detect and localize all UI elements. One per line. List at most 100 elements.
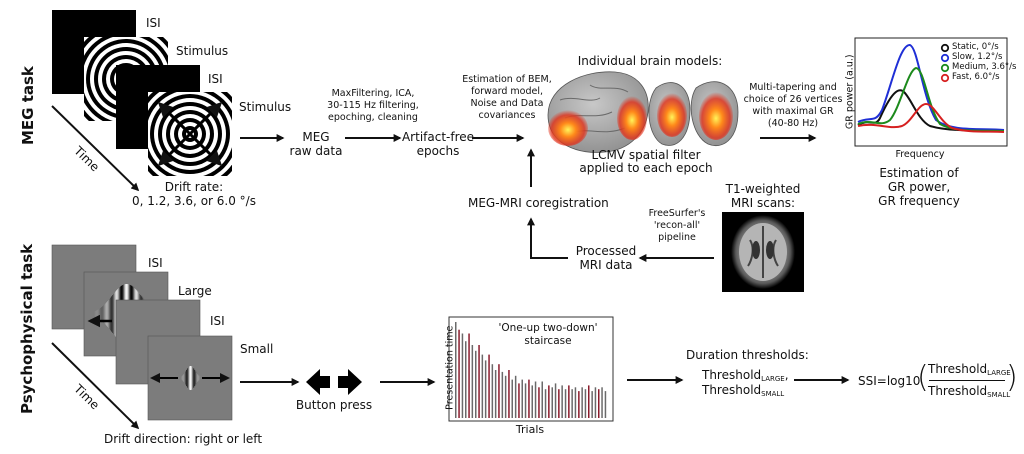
psych-small-label: Small — [240, 342, 274, 356]
staircase-bar — [504, 375, 507, 418]
staircase-bar — [544, 389, 547, 418]
large-subscript: LARGE — [761, 375, 785, 383]
processed-line-1: Processed — [575, 244, 637, 258]
staircase-bar — [601, 387, 603, 418]
processed-line-2: MRI data — [579, 258, 633, 272]
meg-task-label: MEG task — [19, 66, 37, 145]
psych-time-arrow — [51, 342, 140, 430]
staircase-bar — [484, 360, 487, 418]
multitaper-line-3: with maximal GR — [752, 106, 834, 117]
freesurfer-line-3: pipeline — [658, 232, 696, 243]
staircase-bar — [594, 387, 597, 418]
psych-large-label: Large — [178, 284, 212, 298]
legend-label-slow: Slow, 1.2°/s — [952, 52, 1003, 62]
estimation-line-1: Estimation of — [879, 166, 959, 180]
bem-line-3: Noise and Data — [470, 98, 544, 109]
meg-stimulus-frame-2 — [148, 92, 232, 176]
t1-line-1: T1-weighted — [725, 182, 801, 196]
staircase-title-line-2: staircase — [524, 335, 572, 347]
staircase-bar — [571, 389, 573, 418]
t1-line-2: MRI scans: — [730, 196, 796, 210]
psychophysical-task-label: Psychophysical task — [18, 243, 36, 414]
staircase-xlabel: Trials — [515, 423, 545, 436]
duration-thresholds-label: Duration thresholds: — [686, 348, 809, 362]
staircase-bar — [574, 387, 577, 418]
staircase-bar — [458, 329, 460, 418]
staircase-bar — [498, 364, 500, 418]
multitaper-line-2: choice of 26 vertices — [743, 94, 843, 105]
meg-time-arrow — [51, 105, 140, 192]
small-subscript: SMALL — [761, 390, 785, 398]
meg-isi-label-1: ISI — [146, 16, 161, 30]
staircase-bar — [514, 375, 517, 418]
staircase-bar — [501, 371, 504, 418]
ssi-prefix: SSI=log10 — [858, 374, 921, 388]
bem-line-2: forward model, — [470, 86, 544, 97]
staircase-bar — [551, 387, 553, 418]
legend-label-fast: Fast, 6.0°/s — [952, 72, 1000, 82]
staircase-bar — [538, 387, 540, 418]
staircase-bar — [455, 322, 457, 418]
lcmv-line-2: applied to each epoch — [579, 161, 713, 175]
staircase-bar — [461, 333, 464, 418]
legend-marker-slow — [940, 53, 950, 63]
legend-marker-fast — [940, 73, 950, 83]
legend-label-static: Static, 0°/s — [952, 42, 999, 52]
epochs-line-2: epochs — [416, 144, 460, 158]
spectrum-curve-fast — [857, 102, 1005, 133]
staircase-bar — [604, 391, 607, 418]
psych-isi-label-2: ISI — [210, 314, 225, 328]
coregistration-label: MEG-MRI coregistration — [468, 196, 609, 210]
staircase-bar — [531, 385, 533, 418]
staircase-bar — [554, 383, 557, 418]
bem-line-4: covariances — [478, 110, 536, 121]
drift-rate-title: Drift rate: — [164, 180, 224, 194]
ssi-close-paren: ) — [1006, 360, 1018, 395]
meg-raw-line-1: MEG — [302, 130, 330, 144]
bem-line-1: Estimation of BEM, — [462, 74, 552, 85]
meg-raw-line-2: raw data — [289, 144, 343, 158]
threshold-word: Threshold — [702, 383, 762, 397]
freesurfer-line-2: 'recon-all' — [653, 220, 701, 231]
meg-isi-label-2: ISI — [208, 72, 223, 86]
staircase-title-line-1: 'One-up two-down' — [488, 322, 608, 335]
staircase-bar — [465, 341, 467, 418]
spectrum-curve-slow — [857, 44, 1005, 131]
staircase-bar — [521, 379, 523, 418]
estimation-line-2: GR power, — [887, 180, 951, 194]
threshold-word: Threshold — [702, 368, 762, 382]
staircase-ylabel: Presentation time — [444, 325, 456, 410]
ssi-fraction-bar — [929, 380, 1005, 381]
psych-isi-label-1: ISI — [148, 256, 163, 270]
staircase-bar — [481, 354, 484, 418]
multitaper-line-4: (40-80 Hz) — [767, 118, 819, 129]
legend-marker-static — [940, 43, 950, 53]
staircase-bar — [468, 333, 470, 418]
meg-stimulus-label-2: Stimulus — [239, 100, 292, 114]
ssi-open-paren: ( — [917, 360, 929, 395]
brain-models-title: Individual brain models: — [577, 54, 723, 68]
staircase-bar — [511, 379, 513, 418]
drift-direction-label: Drift direction: right or left — [104, 432, 263, 446]
staircase-bar — [588, 385, 590, 418]
legend-label-medium: Medium, 3.6°/s — [952, 62, 1017, 72]
multitaper-line-1: Multi-tapering and — [749, 82, 837, 93]
spectrum-xlabel: Frequency — [895, 149, 945, 160]
staircase-bar — [494, 370, 497, 418]
lcmv-line-1: LCMV spatial filter — [591, 148, 701, 162]
ssi-numerator: ThresholdLARGE — [928, 362, 1011, 377]
staircase-bar — [568, 385, 570, 418]
staircase-bar — [584, 389, 587, 418]
freesurfer-line-1: FreeSurfer's — [648, 208, 706, 219]
staircase-bar — [564, 389, 567, 418]
button-press-label: Button press — [295, 398, 373, 412]
staircase-bar — [558, 389, 560, 418]
brain-posterior-view-right — [690, 81, 739, 146]
staircase-bar — [508, 370, 510, 418]
staircase-bar — [518, 383, 520, 418]
staircase-bar — [561, 385, 563, 418]
preprocessing-line-1: MaxFiltering, ICA, — [331, 88, 415, 99]
estimation-line-3: GR frequency — [878, 194, 960, 208]
staircase-bar — [541, 381, 543, 418]
